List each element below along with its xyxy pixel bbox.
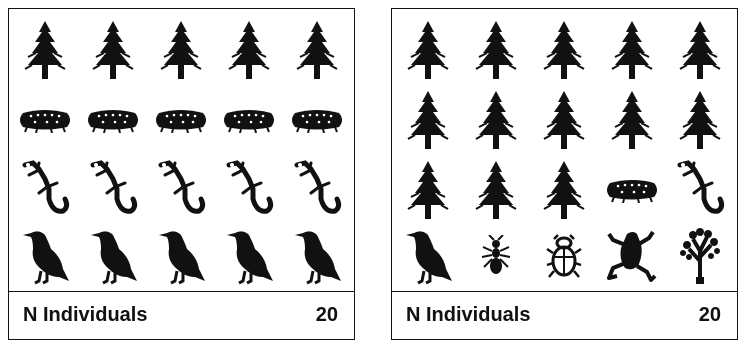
tree-icon: [666, 15, 734, 85]
tree-icon: [666, 85, 734, 155]
individuals-label: N Individuals: [406, 304, 530, 327]
tree-icon: [215, 15, 283, 85]
individuals-count: 20: [316, 304, 338, 327]
organism-grid: [392, 9, 737, 292]
tree-icon: [147, 15, 215, 85]
tree-icon: [394, 15, 462, 85]
beetle-larva-icon: [147, 85, 215, 155]
bird-icon: [147, 221, 215, 291]
lizard-icon: [215, 155, 283, 225]
individuals-count: 20: [699, 304, 721, 327]
individuals-label: N Individuals: [23, 304, 147, 327]
tree-icon: [530, 85, 598, 155]
beetle-larva-icon: [598, 155, 666, 225]
panel-footer: N Individuals 20: [9, 291, 354, 339]
lizard-icon: [147, 155, 215, 225]
tree-icon: [462, 155, 530, 225]
lizard-icon: [283, 155, 351, 225]
panel-footer: N Individuals 20: [392, 291, 737, 339]
tree-icon: [394, 85, 462, 155]
deciduous-tree-icon: [666, 221, 734, 291]
tree-icon: [394, 155, 462, 225]
lizard-icon: [79, 155, 147, 225]
tree-icon: [530, 155, 598, 225]
frog-icon: [598, 221, 666, 291]
tree-icon: [598, 85, 666, 155]
bird-icon: [215, 221, 283, 291]
beetle-larva-icon: [11, 85, 79, 155]
left-community-panel: N Individuals 20: [8, 8, 355, 340]
organism-grid: [9, 9, 354, 292]
tree-icon: [283, 15, 351, 85]
lizard-icon: [666, 155, 734, 225]
tree-icon: [462, 85, 530, 155]
beetle-larva-icon: [215, 85, 283, 155]
ant-icon: [462, 221, 530, 291]
bird-icon: [11, 221, 79, 291]
beetle-larva-icon: [283, 85, 351, 155]
tree-icon: [11, 15, 79, 85]
bird-icon: [394, 221, 462, 291]
tree-icon: [598, 15, 666, 85]
bird-icon: [79, 221, 147, 291]
lizard-icon: [11, 155, 79, 225]
bird-icon: [283, 221, 351, 291]
tree-icon: [462, 15, 530, 85]
tree-icon: [79, 15, 147, 85]
tree-icon: [530, 15, 598, 85]
scarab-beetle-icon: [530, 221, 598, 291]
right-community-panel: N Individuals 20: [391, 8, 738, 340]
beetle-larva-icon: [79, 85, 147, 155]
